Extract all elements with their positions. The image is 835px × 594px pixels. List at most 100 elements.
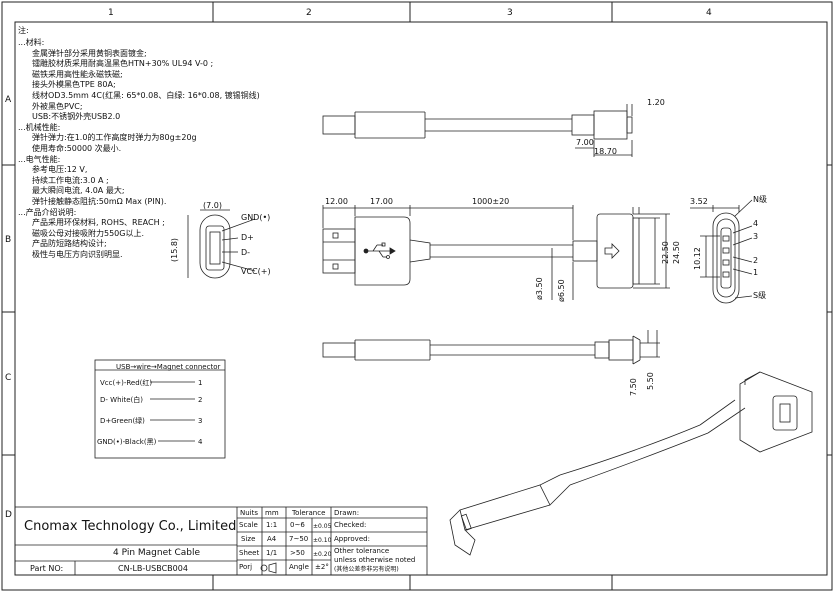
note-line: 极性与电压方向识别明显. xyxy=(32,250,123,259)
note-line: USB:不锈钢外壳USB2.0 xyxy=(32,112,121,122)
other-tol-3: (其他公差参非另有说明) xyxy=(334,566,399,573)
wire-pin-4: 4 xyxy=(198,438,203,446)
wire-row-4: GND(•)-Black(黑) xyxy=(97,438,157,446)
tol-range-3: >50 xyxy=(290,549,305,557)
column-2: 2 xyxy=(306,8,312,18)
units-value: mm xyxy=(265,509,279,517)
note-line: ...电气性能: xyxy=(18,154,61,164)
proj-label: Porj xyxy=(239,563,253,571)
angle-label: Angle xyxy=(289,563,309,571)
column-1: 1 xyxy=(108,8,114,18)
face-pin-3: 3 xyxy=(753,232,759,241)
size-label: Size xyxy=(241,535,256,543)
top-view xyxy=(322,104,633,157)
dim-22-50: 22.50 xyxy=(661,241,670,264)
side-view xyxy=(322,205,670,300)
dim-7-50: 7.50 xyxy=(629,378,638,396)
isometric-view xyxy=(449,371,813,556)
note-line: 产品防短路结构设计; xyxy=(32,239,107,249)
dim-3-52: 3.52 xyxy=(690,197,708,206)
tol-value-1: ±0.05 xyxy=(313,523,332,530)
note-line: 使用寿命:50000 次最小. xyxy=(32,144,122,153)
face-pin-2: 2 xyxy=(753,256,759,265)
tolerance-label: Tolerance xyxy=(292,509,326,517)
sheet-value: 1/1 xyxy=(266,549,278,557)
other-tol-2: unless otherwise noted xyxy=(334,556,416,564)
dim-cable-dia: ø3.50 xyxy=(535,277,544,300)
note-line: ...产品介绍说明: xyxy=(18,207,77,217)
checked-label: Checked: xyxy=(334,521,367,529)
note-line: 弹针弹力:在1.0的工作高度时弹力为80g±20g xyxy=(32,133,197,143)
lower-view xyxy=(322,330,660,365)
face-view xyxy=(690,199,753,304)
row-A: A xyxy=(5,95,12,105)
notes-heading: 注: xyxy=(18,26,29,35)
wire-row-3: D+Green(绿) xyxy=(100,417,145,425)
row-C: C xyxy=(5,373,12,383)
dim-strain-dia: ø6.50 xyxy=(557,279,566,302)
note-line: 磁吸公母对接吸附力550G以上. xyxy=(32,228,145,238)
wiring-table xyxy=(94,359,226,459)
wire-pin-3: 3 xyxy=(198,417,203,425)
other-tol-1: Other tolerance xyxy=(334,547,390,555)
dim-1-20: 1.20 xyxy=(647,98,665,107)
note-line: ...机械性能: xyxy=(18,122,61,132)
pinout-diagram xyxy=(187,209,256,279)
size-value: A4 xyxy=(267,535,277,543)
note-line: 持续工作电流:3.0 A ; xyxy=(32,175,109,185)
row-B: B xyxy=(5,235,12,245)
note-line: 弹针接触静态阻抗:50mΩ Max (PIN). xyxy=(32,197,167,206)
tol-value-2: ±0.10 xyxy=(313,537,332,544)
pinout-height: (15.8) xyxy=(170,237,179,262)
company-name: Cnomax Technology Co., Limited xyxy=(24,519,237,534)
pin-dminus: D- xyxy=(241,248,251,257)
scale-value: 1:1 xyxy=(266,521,278,529)
approved-label: Approved: xyxy=(334,535,370,543)
dim-length: 1000±20 xyxy=(472,197,510,206)
sheet-label: Sheet xyxy=(239,549,260,557)
pinout-width: (7.0) xyxy=(203,201,222,210)
dim-17-00: 17.00 xyxy=(370,197,393,206)
note-line: 接头外模黑色TPE 80A; xyxy=(32,80,116,90)
tol-range-2: 7~50 xyxy=(289,535,309,543)
face-s-pole: S级 xyxy=(753,291,767,300)
part-no-label: Part NO: xyxy=(30,564,64,573)
dim-12-00: 12.00 xyxy=(325,197,348,206)
column-3: 3 xyxy=(507,8,513,18)
units-label: Nuits xyxy=(240,509,259,517)
face-pin-4: 4 xyxy=(753,219,759,228)
wire-pin-2: 2 xyxy=(198,396,203,404)
pin-vcc: VCC(+) xyxy=(241,267,271,276)
product-name: 4 Pin Magnet Cable xyxy=(113,548,201,558)
note-line: 外被黑色PVC; xyxy=(32,101,83,111)
part-no: CN-LB-USBCB004 xyxy=(118,564,188,573)
drawn-label: Drawn: xyxy=(334,509,360,517)
note-line: 线材OD3.5mm 4C(红黑: 65*0.08、白绿: 16*0.08, 镀锡… xyxy=(32,91,260,100)
face-pin-1: 1 xyxy=(753,268,759,277)
note-line: ...材料: xyxy=(18,38,45,47)
face-n-pole: N级 xyxy=(753,195,767,204)
dim-10-12: 10.12 xyxy=(693,247,702,270)
dim-5-50: 5.50 xyxy=(646,372,655,390)
dim-24-50: 24.50 xyxy=(672,241,681,264)
note-line: 金属弹针部分采用黄铜表面镀金; xyxy=(32,48,147,58)
angle-value: ±2° xyxy=(315,563,329,571)
note-line: 最大瞬间电流, 4.0A 最大; xyxy=(32,186,125,196)
row-D: D xyxy=(5,510,12,520)
pin-gnd: GND(•) xyxy=(241,213,271,222)
pin-dplus: D+ xyxy=(241,233,254,242)
wire-row-2: D- White(白) xyxy=(100,396,143,404)
note-line: 磁铁采用高性能永磁铁磁; xyxy=(32,69,123,79)
wire-row-1: Vcc(+)-Red(红) xyxy=(100,379,153,387)
note-line: 镭雕胶材质采用耐高温黑色HTN+30% UL94 V-0 ; xyxy=(32,59,214,69)
tol-value-3: ±0.20 xyxy=(313,551,332,558)
dim-7-00: 7.00 xyxy=(576,138,594,147)
scale-label: Scale xyxy=(239,521,258,529)
tol-range-1: 0~6 xyxy=(290,521,305,529)
note-line: 参考电压:12 V, xyxy=(32,165,88,175)
column-4: 4 xyxy=(706,8,712,18)
dim-18-70: 18.70 xyxy=(594,147,617,156)
wire-pin-1: 1 xyxy=(198,379,203,387)
